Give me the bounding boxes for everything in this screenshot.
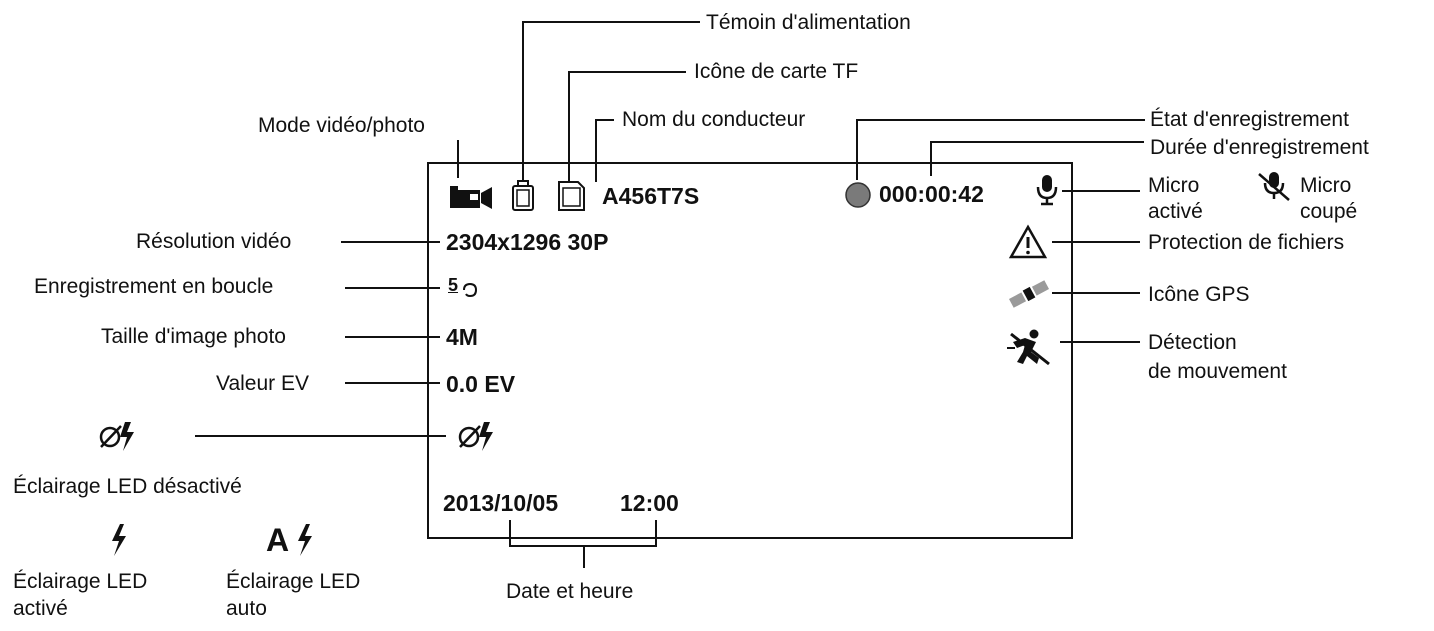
leader-rec-state: [856, 119, 1145, 180]
label-protection: Protection de fichiers: [1148, 231, 1345, 254]
label-led-auto-1: Éclairage LED: [226, 570, 361, 593]
label-rec-duration: Durée d'enregistrement: [1150, 136, 1369, 159]
time-value: 12:00: [620, 490, 679, 516]
driver-name: A456T7S: [602, 183, 700, 209]
led-off-icon: [458, 422, 493, 451]
record-time: 000:00:42: [879, 181, 984, 207]
label-photo-size: Taille d'image photo: [101, 325, 286, 348]
loop-icon: [463, 282, 478, 298]
camera-screen: [427, 162, 1073, 539]
label-mic-off-2: coupé: [1300, 200, 1358, 223]
label-led-on-2: activé: [13, 597, 68, 620]
gps-satellite-icon: [1008, 280, 1050, 308]
label-resolution: Résolution vidéo: [136, 230, 292, 253]
led-auto-icon: [298, 524, 312, 556]
label-led-off: Éclairage LED désactivé: [13, 475, 242, 498]
label-loop: Enregistrement en boucle: [34, 275, 274, 298]
battery-icon: [512, 180, 534, 211]
microphone-icon: [1036, 175, 1058, 206]
led-off-legend-icon: [99, 422, 134, 451]
mic-muted-icon: [1258, 172, 1290, 201]
photo-size-value: 4M: [446, 324, 478, 350]
label-tf-card: Icône de carte TF: [694, 60, 859, 83]
label-led-auto-2: auto: [226, 597, 267, 620]
label-mode: Mode vidéo/photo: [258, 114, 425, 137]
leader-tf-card: [568, 71, 686, 182]
led-auto-glyph: A: [266, 522, 290, 558]
video-camera-icon: [450, 186, 492, 209]
label-motion-2: de mouvement: [1148, 360, 1287, 383]
led-on-icon: [112, 524, 126, 556]
record-dot-icon: [845, 182, 871, 208]
label-driver: Nom du conducteur: [622, 108, 806, 131]
label-mic-on-1: Micro: [1148, 174, 1200, 197]
label-mic-off-1: Micro: [1300, 174, 1352, 197]
resolution-value: 2304x1296 30P: [446, 229, 609, 255]
label-ev: Valeur EV: [216, 372, 309, 395]
sd-card-icon: [558, 181, 585, 211]
label-led-on-1: Éclairage LED: [13, 570, 148, 593]
ev-value: 0.0 EV: [446, 371, 516, 397]
label-date-time: Date et heure: [506, 580, 634, 603]
leader-driver: [595, 119, 614, 182]
leader-power: [522, 21, 700, 182]
date-value: 2013/10/05: [443, 490, 559, 516]
label-mic-on-2: activé: [1148, 200, 1203, 223]
leader-rec-duration: [930, 141, 1144, 176]
label-motion-1: Détection: [1148, 331, 1237, 354]
warning-triangle-icon: [1008, 224, 1048, 259]
label-power: Témoin d'alimentation: [706, 11, 911, 34]
label-gps: Icône GPS: [1148, 283, 1250, 306]
label-rec-state: État d'enregistrement: [1150, 108, 1349, 131]
motion-detection-icon: [1007, 329, 1050, 366]
loop-value: 5: [448, 275, 459, 295]
